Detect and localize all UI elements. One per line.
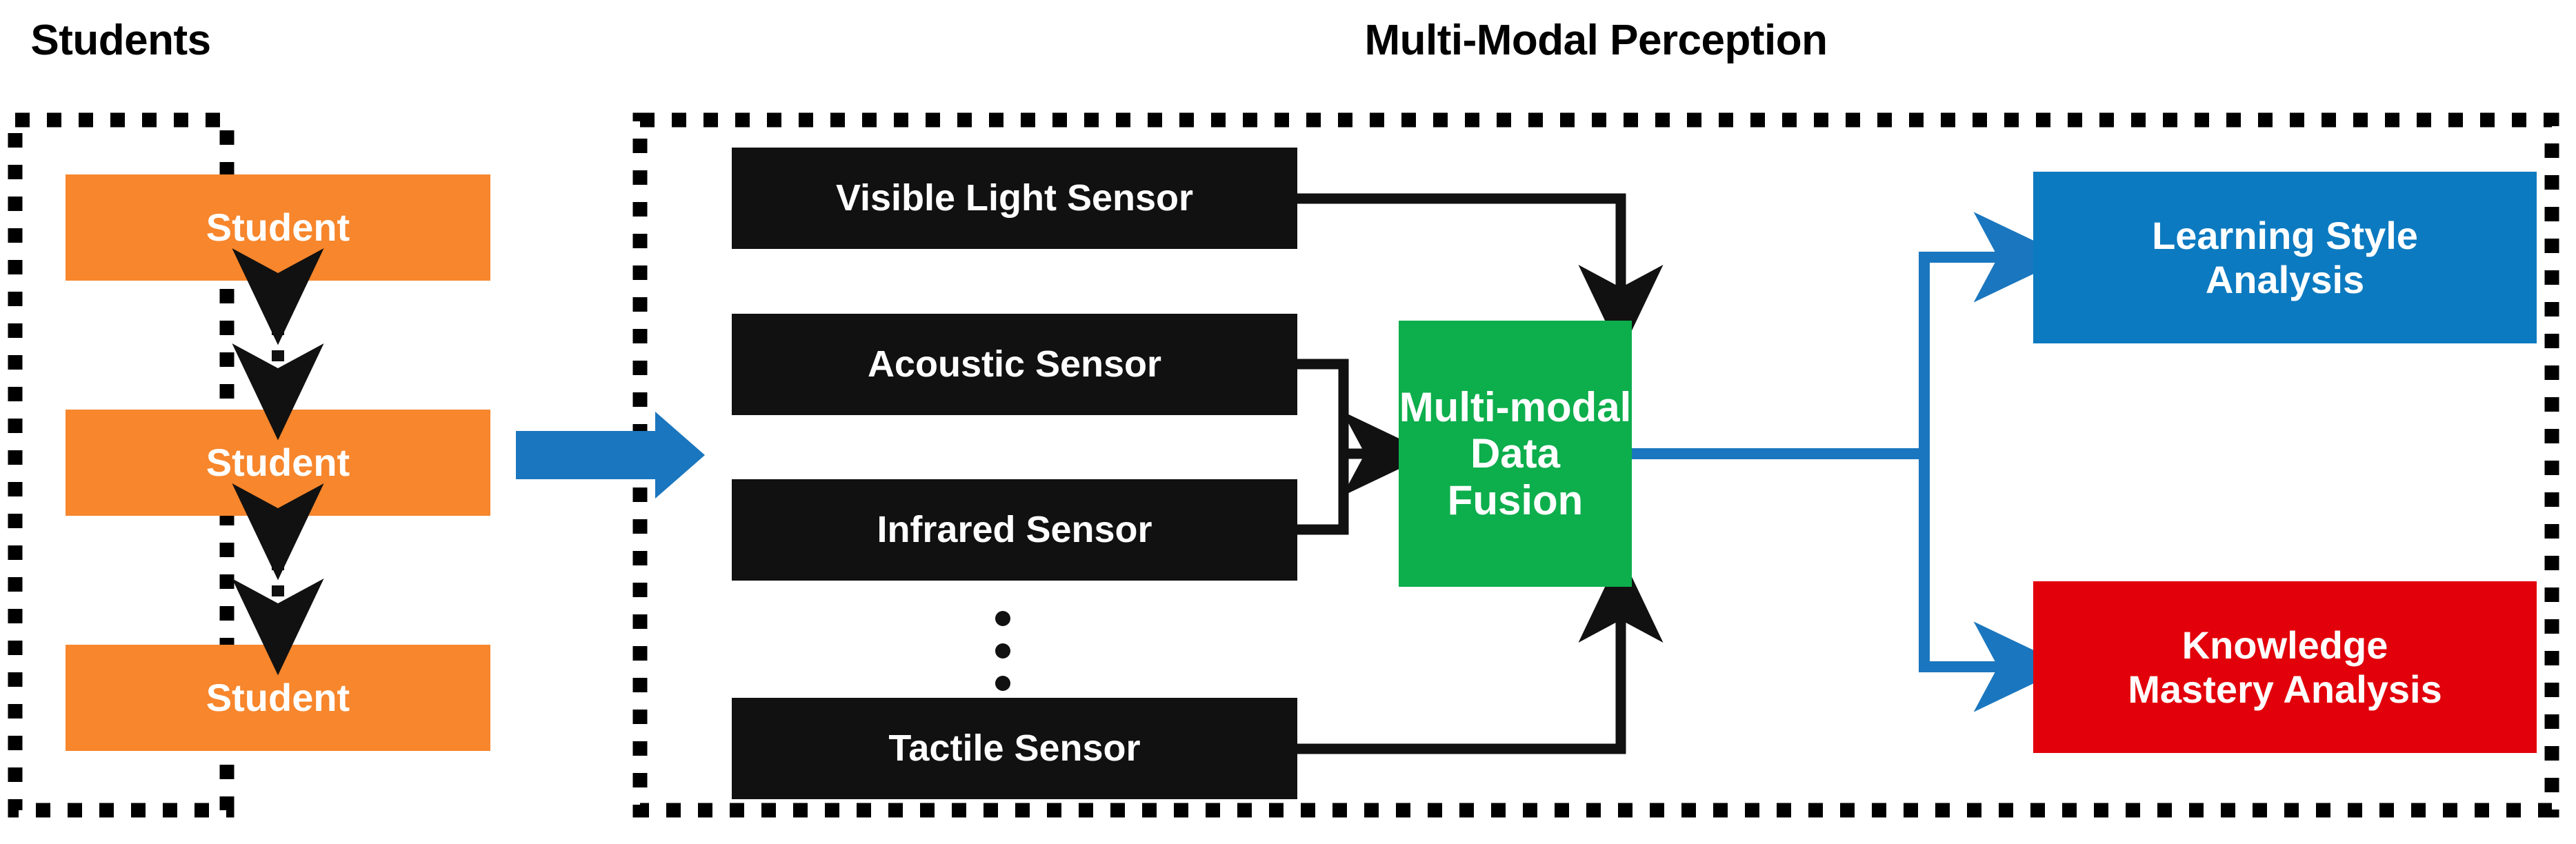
student-box-2[interactable] xyxy=(66,410,490,516)
tactile-to-fusion-connector xyxy=(1297,554,1664,754)
visible-light-sensor-box[interactable] xyxy=(732,148,1297,249)
fusion-to-learning-style-connector xyxy=(1919,212,2069,454)
infrared-to-fusion-connector xyxy=(1297,454,1349,535)
student-box-1[interactable] xyxy=(66,174,490,281)
students-to-perception-arrow xyxy=(516,412,705,499)
tactile-sensor-box[interactable] xyxy=(732,698,1297,799)
visible-light-to-fusion-connector xyxy=(1297,193,1664,354)
infrared-sensor-box[interactable] xyxy=(732,479,1297,581)
fusion-to-knowledge-mastery-connector xyxy=(1919,454,2069,712)
students-panel-border xyxy=(8,112,234,818)
sensor-ellipsis-icon xyxy=(995,611,1010,691)
acoustic-to-fusion-connector xyxy=(1297,359,1349,454)
perception-panel-title: Multi-Modal Perception xyxy=(1364,17,1828,64)
learning-style-analysis-box[interactable] xyxy=(2033,172,2537,343)
multi-modal-data-fusion-box[interactable] xyxy=(1399,321,1632,587)
students-panel-title: Students xyxy=(30,17,211,64)
acoustic-sensor-box[interactable] xyxy=(732,314,1297,415)
student-box-3[interactable] xyxy=(66,645,490,751)
knowledge-mastery-analysis-box[interactable] xyxy=(2033,581,2537,753)
